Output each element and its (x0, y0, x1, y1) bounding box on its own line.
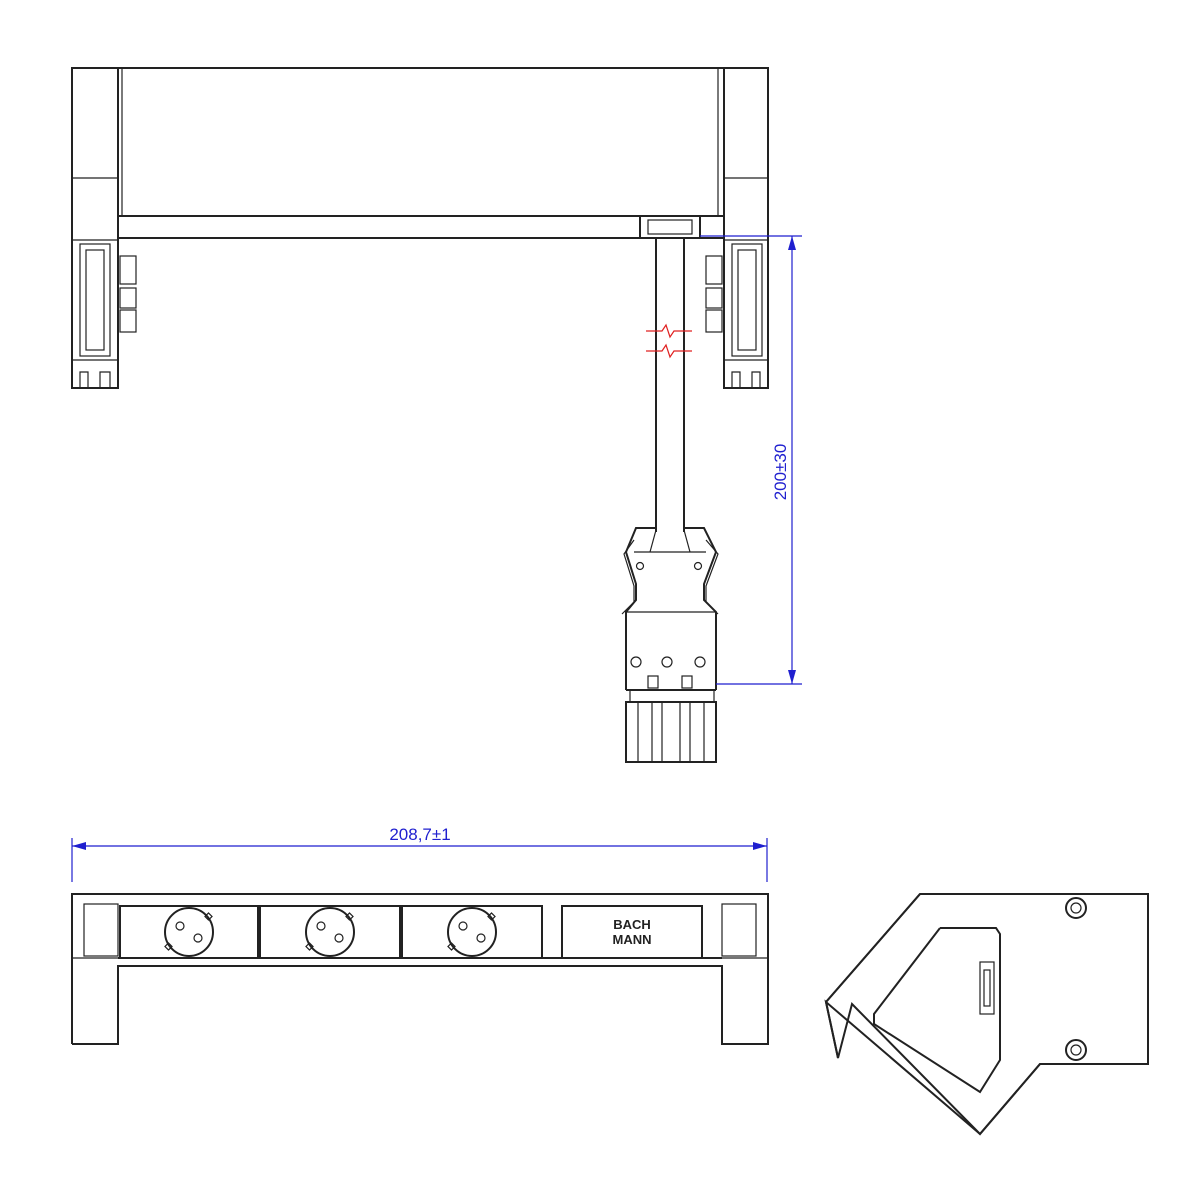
socket-1 (119, 905, 259, 959)
width-dimension: 208,7±1 (71, 825, 768, 890)
socket-2 (259, 905, 401, 959)
cable-length-dimension: 200±30 (700, 235, 802, 685)
power-cable (646, 238, 692, 532)
connector-plug (621, 527, 719, 763)
top-view (71, 67, 769, 389)
right-end-clamp (705, 67, 769, 389)
socket-3 (401, 905, 543, 959)
left-end-clamp (71, 67, 137, 389)
brand-line-1: BACH (613, 917, 651, 932)
side-view (824, 893, 1149, 1136)
width-label: 208,7±1 (389, 825, 450, 844)
bachmann-module: BACH MANN (561, 905, 703, 959)
cable-length-label: 200±30 (771, 444, 790, 501)
cable-break-mark (646, 323, 692, 359)
brand-line-2: MANN (613, 932, 652, 947)
